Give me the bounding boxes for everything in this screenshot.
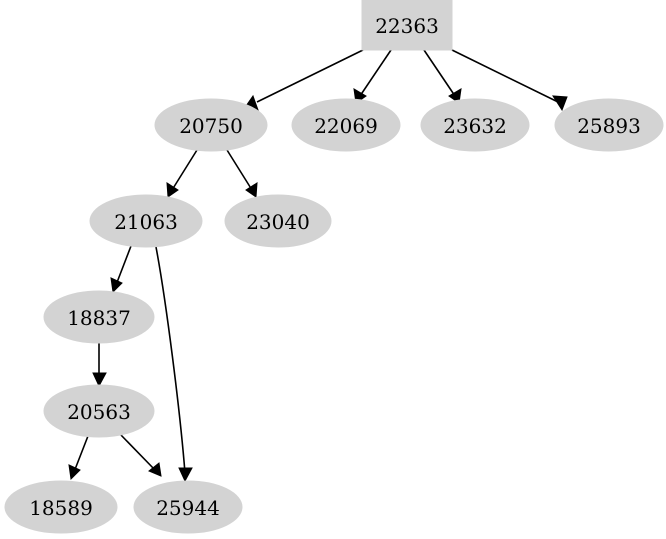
node-shape-ellipse[interactable]	[43, 384, 155, 438]
node-25893[interactable]: 25893	[554, 98, 664, 152]
node-shape-box[interactable]	[361, 0, 453, 51]
edge-20750-21063	[166, 149, 198, 198]
node-21063[interactable]: 21063	[89, 194, 203, 248]
node-18589[interactable]: 18589	[4, 480, 118, 534]
node-20750[interactable]: 20750	[154, 98, 268, 152]
node-shape-ellipse[interactable]	[554, 98, 664, 152]
node-shape-ellipse[interactable]	[89, 194, 203, 248]
edge-21063-25944	[155, 246, 193, 483]
node-18837[interactable]: 18837	[43, 290, 155, 344]
edge-22363-23632	[423, 49, 462, 104]
edge-20563-25944	[119, 433, 162, 477]
edge-18837-20563	[92, 343, 107, 388]
edge-20563-18589	[68, 435, 89, 481]
node-23040[interactable]: 23040	[224, 194, 332, 248]
node-shape-ellipse[interactable]	[420, 98, 530, 152]
node-20563[interactable]: 20563	[43, 384, 155, 438]
node-shape-ellipse[interactable]	[43, 290, 155, 344]
node-22363[interactable]: 22363	[361, 0, 453, 51]
node-shape-ellipse[interactable]	[224, 194, 332, 248]
edge-21063-18837	[110, 245, 132, 294]
node-shape-ellipse[interactable]	[154, 98, 268, 152]
node-shape-ellipse[interactable]	[291, 98, 401, 152]
edge-20750-23040	[226, 149, 258, 198]
node-23632[interactable]: 23632	[420, 98, 530, 152]
node-22069[interactable]: 22069	[291, 98, 401, 152]
edge-layer	[68, 49, 568, 483]
node-shape-ellipse[interactable]	[4, 480, 118, 534]
edge-22363-22069	[353, 49, 392, 104]
node-25944[interactable]: 25944	[133, 480, 243, 534]
node-layer: 22363 20750 22069 23632 25893 21063	[4, 0, 664, 534]
edge-22363-25893	[451, 49, 568, 112]
node-shape-ellipse[interactable]	[133, 480, 243, 534]
